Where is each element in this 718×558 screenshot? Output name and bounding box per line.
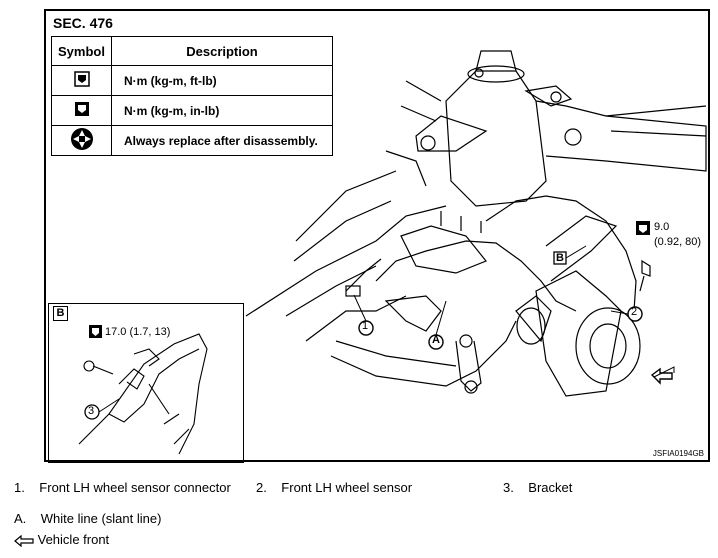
callout-1-label: 1 (362, 320, 369, 332)
torque-value-inset: 17.0 (1.7, 13) (105, 326, 171, 338)
torque-ft-lb-description: N·m (kg-m, ft-lb) (111, 65, 333, 96)
legend-text: White line (slant line) (40, 511, 162, 526)
section-label: SEC. 476 (53, 15, 113, 31)
torque-in-lb-description: N·m (kg-m, in-lb) (111, 95, 333, 126)
description-header: Description (111, 36, 333, 66)
torque-wrench-small-icon (51, 95, 112, 126)
legend-text: Bracket (528, 480, 573, 495)
symbol-table: Symbol Description N·m (kg-m, ft-lb) N·m… (51, 36, 333, 156)
inset-b: B 17.0 (1.7, 13) 3 (48, 303, 244, 463)
torque-value-main: 9.0 (654, 221, 670, 233)
legend-number: 3. (503, 480, 514, 495)
callout-b-label: B (556, 252, 564, 264)
legend-item-a: A. White line (slant line) (14, 511, 161, 526)
diagram-frame: SEC. 476 Symbol Description N·m (kg-m, f… (44, 9, 710, 463)
callout-3-label: 3 (88, 405, 95, 417)
bracket-illustration (78, 325, 208, 455)
torque-wrench-icon (636, 221, 650, 235)
legend-text: Front LH wheel sensor (281, 480, 413, 495)
legend-vehicle-front: Vehicle front (14, 532, 109, 547)
always-replace-icon (51, 125, 112, 156)
torque-detail-main: (0.92, 80) (654, 236, 702, 248)
legend-item-1: 1. Front LH wheel sensor connector (14, 480, 231, 495)
legend-number: 1. (14, 480, 25, 495)
figure-id: JSFIA0194GB (652, 449, 704, 458)
legend-text: Vehicle front (37, 532, 110, 547)
vehicle-front-arrow-icon (14, 534, 34, 547)
legend-letter: A. (14, 511, 27, 526)
legend-number: 2. (256, 480, 267, 495)
callout-2-label: 2 (631, 306, 638, 318)
symbol-header: Symbol (51, 36, 112, 66)
always-replace-description: Always replace after disassembly. (111, 125, 333, 156)
inset-tag: B (53, 306, 68, 321)
torque-wrench-icon (51, 65, 112, 96)
callout-a-label: A (432, 334, 440, 346)
legend-text: Front LH wheel sensor connector (39, 480, 231, 495)
torque-wrench-icon (89, 325, 102, 338)
suspension-illustration (245, 50, 707, 397)
legend-item-2: 2. Front LH wheel sensor (256, 480, 412, 495)
legend-item-3: 3. Bracket (503, 480, 572, 495)
